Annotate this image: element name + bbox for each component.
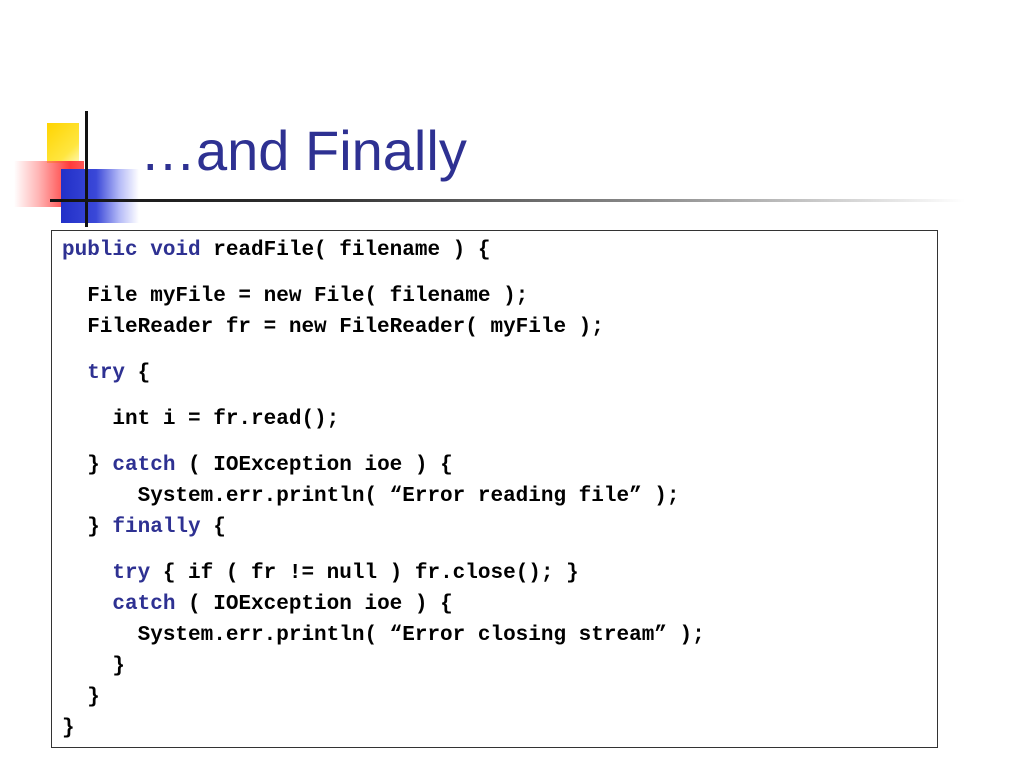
code-line-close-brace-method: } [62,716,75,742]
code-line-catch-close-error: catch ( IOException ioe ) { [62,592,453,618]
code-block: public void readFile( filename ) { File … [51,230,938,748]
code-line-print-close-error: System.err.println( “Error closing strea… [62,623,705,649]
code-line-try-open: try { [62,361,150,387]
code-line-close-brace-finally: } [62,685,100,711]
code-text [62,593,112,616]
code-text: } [62,516,113,539]
code-text: System.err.println( “Error reading file”… [62,485,680,508]
code-keyword: finally [112,516,201,539]
code-text [62,362,87,385]
code-text: } [62,655,126,678]
code-text: { if ( fr != null ) fr.close(); } [150,562,579,585]
decorative-yellow-square [47,123,79,163]
code-keyword: catch [112,593,176,616]
code-text [62,562,112,585]
code-line-file-declaration: File myFile = new File( filename ); [62,284,528,310]
code-line-print-read-error: System.err.println( “Error reading file”… [62,484,680,510]
code-text: int i = fr.read(); [62,408,340,431]
code-text: } [62,686,100,709]
code-keyword: catch [112,454,176,477]
code-text: } [62,454,113,477]
code-text: readFile( filename ) { [200,239,491,262]
slide-title: …and Finally [140,119,467,182]
code-text: File myFile = new File( filename ); [62,285,529,308]
decorative-blue-bar [61,169,139,223]
code-line-try-close: try { if ( fr != null ) fr.close(); } [62,561,579,587]
code-line-method-signature: public void readFile( filename ) { [62,238,490,264]
code-line-finally-open: } finally { [62,515,226,541]
code-keyword: public void [62,239,201,262]
code-keyword: try [112,562,151,585]
code-line-catch-open: } catch ( IOException ioe ) { [62,453,453,479]
code-text: FileReader fr = new FileReader( myFile )… [62,316,604,339]
decorative-vertical-line [85,111,88,227]
code-line-filereader-declaration: FileReader fr = new FileReader( myFile )… [62,315,604,341]
code-text: System.err.println( “Error closing strea… [62,624,705,647]
code-text: } [62,717,75,740]
code-line-close-brace-inner: } [62,654,125,680]
code-text: ( IOException ioe ) { [175,593,453,616]
code-text: { [125,362,151,385]
code-keyword: try [87,362,126,385]
code-line-read: int i = fr.read(); [62,407,339,433]
code-text: { [200,516,226,539]
code-text: ( IOException ioe ) { [175,454,453,477]
title-underline [50,199,965,202]
